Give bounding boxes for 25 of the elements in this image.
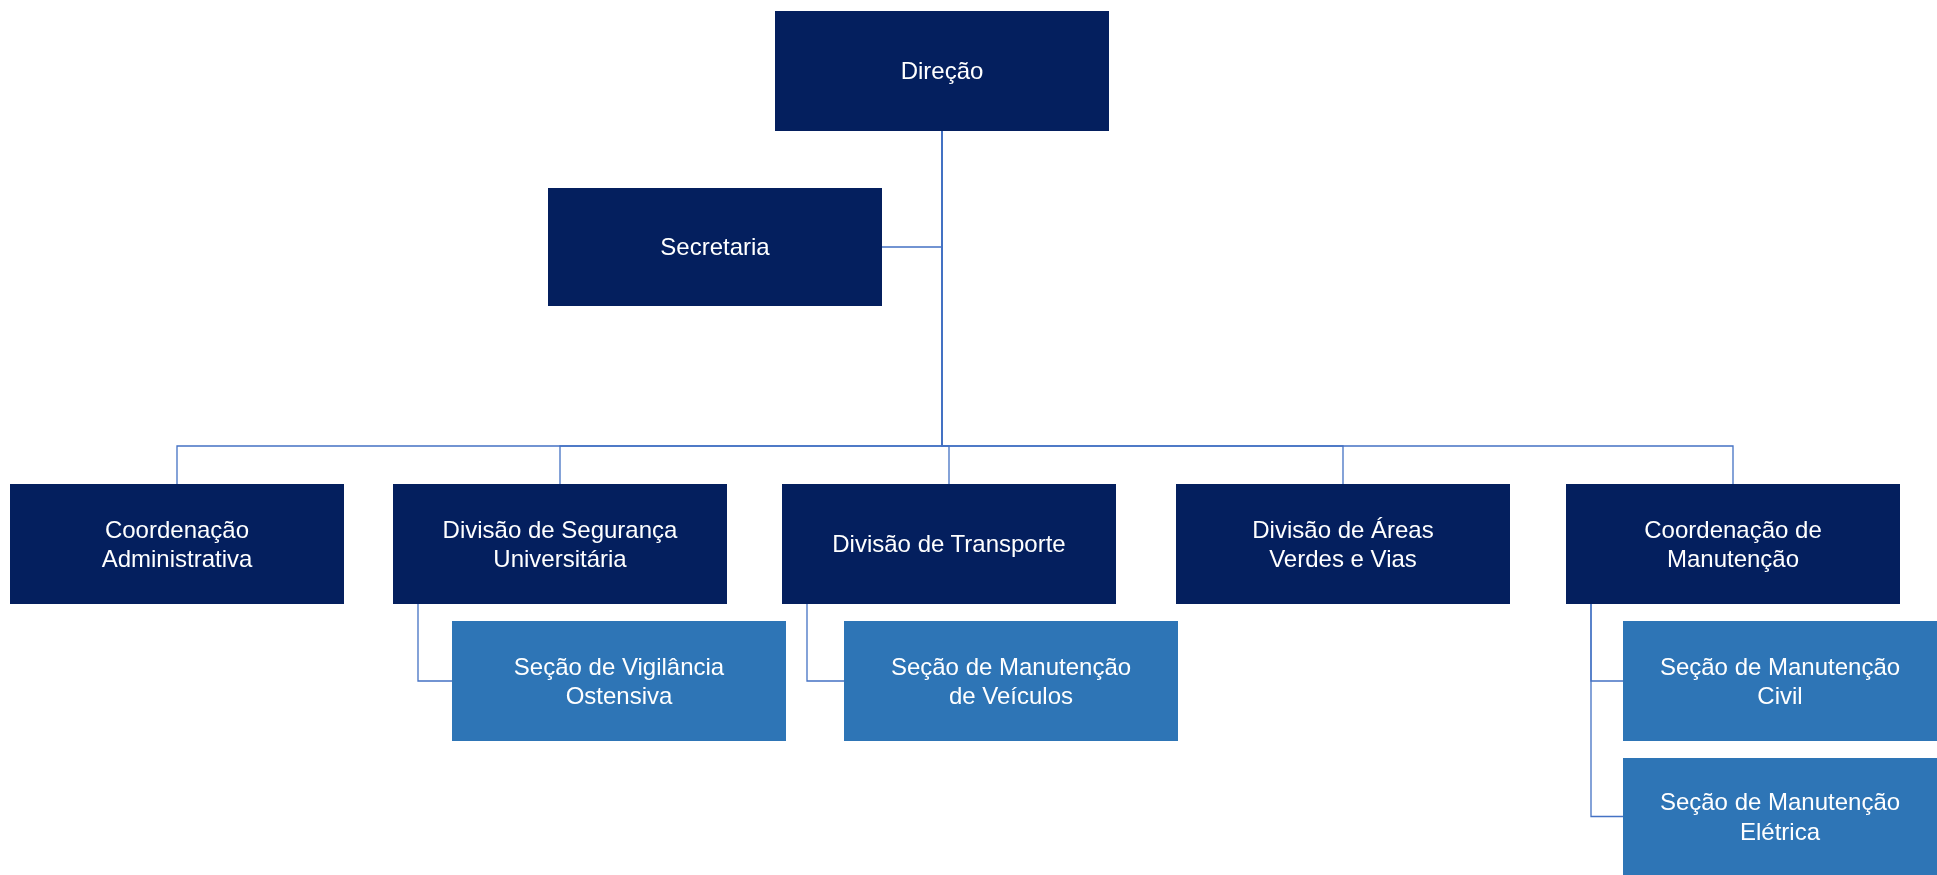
connector-line [1590, 603, 1624, 818]
unit-name: Divisão de Áreas Verdes e Vias [1251, 514, 1435, 574]
unit-name: Secretaria [660, 232, 770, 262]
unit-name: Seção de Manutenção Civil [1658, 651, 1902, 711]
org-unit-box [1623, 758, 1937, 875]
org-unit-box [1566, 484, 1900, 604]
org-unit-box [452, 621, 786, 741]
org-unit-box [393, 484, 727, 604]
org-unit-box [548, 188, 882, 306]
connector-line [417, 603, 453, 682]
unit-name: Divisão de Segurança Universitária [441, 514, 679, 574]
org-unit-box [1623, 621, 1937, 741]
org-unit-box [775, 11, 1109, 131]
org-unit-box [1176, 484, 1510, 604]
unit-name: Divisão de Transporte [832, 529, 1066, 559]
org-unit-box [844, 621, 1178, 741]
unit-name: Seção de Vigilância Ostensiva [512, 651, 726, 711]
connector-line [806, 603, 845, 682]
unit-name: Seção de Manutenção Elétrica [1658, 787, 1902, 846]
unit-name: Seção de Manutenção de Veículos [889, 651, 1133, 711]
unit-name: Coordenação de Manutenção [1643, 514, 1823, 574]
org-unit-box [10, 484, 344, 604]
unit-name: Coordenação Administrativa [100, 514, 254, 574]
unit-name: Direção [900, 56, 984, 86]
org-unit-box [782, 484, 1116, 604]
